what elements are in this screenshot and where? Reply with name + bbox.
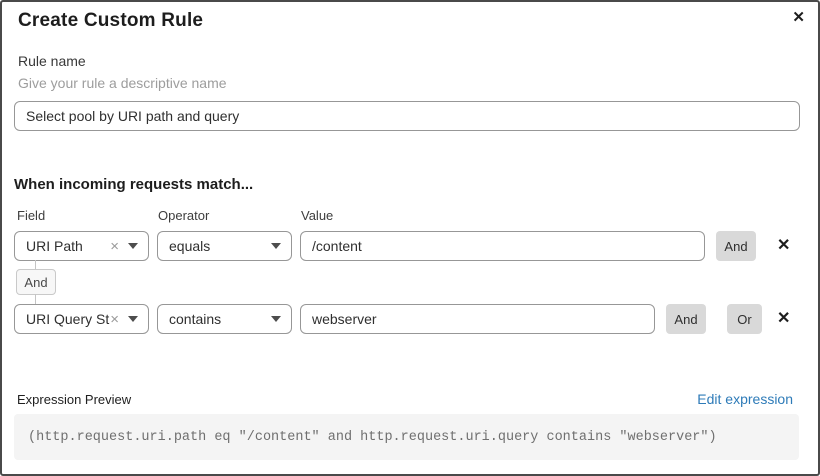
row2-value-input[interactable] — [300, 304, 655, 334]
rule-name-helper: Give your rule a descriptive name — [18, 75, 227, 91]
chevron-down-icon — [271, 316, 281, 322]
row2-remove-icon[interactable]: ✕ — [777, 310, 791, 327]
chevron-down-icon — [128, 243, 138, 249]
close-icon[interactable]: ✕ — [792, 9, 805, 26]
row1-and-button[interactable]: And — [716, 231, 756, 261]
row2-field-clear-icon[interactable]: × — [110, 310, 119, 328]
chevron-down-icon — [128, 316, 138, 322]
connector-line-bottom — [35, 294, 36, 305]
row1-field-value: URI Path — [26, 238, 83, 254]
row2-field-select[interactable]: URI Query St... × — [14, 304, 149, 334]
edit-expression-link[interactable]: Edit expression — [697, 391, 793, 407]
row2-or-button[interactable]: Or — [727, 304, 762, 334]
row1-operator-value: equals — [169, 238, 211, 254]
column-label-value: Value — [301, 208, 334, 223]
row1-operator-select[interactable]: equals — [157, 231, 292, 261]
chevron-down-icon — [271, 243, 281, 249]
rule-name-label: Rule name — [18, 53, 86, 69]
row2-field-value: URI Query St... — [26, 311, 110, 327]
row1-field-select[interactable]: URI Path × — [14, 231, 149, 261]
dialog-title: Create Custom Rule — [18, 10, 204, 31]
column-label-operator: Operator — [158, 208, 210, 223]
row2-operator-select[interactable]: contains — [157, 304, 292, 334]
expression-preview-label: Expression Preview — [17, 392, 132, 407]
row2-operator-value: contains — [169, 311, 222, 327]
row1-field-clear-icon[interactable]: × — [110, 237, 119, 255]
connector-and-badge: And — [16, 269, 56, 295]
expression-code: (http.request.uri.path eq "/content" and… — [28, 429, 717, 445]
match-heading: When incoming requests match... — [14, 176, 254, 193]
connector-line-top — [35, 260, 36, 270]
row1-value-input[interactable] — [300, 231, 705, 261]
row1-remove-icon[interactable]: ✕ — [777, 237, 791, 254]
column-label-field: Field — [17, 208, 46, 223]
row2-and-button[interactable]: And — [666, 304, 706, 334]
rule-name-input[interactable] — [14, 101, 800, 131]
expression-code-block: (http.request.uri.path eq "/content" and… — [14, 414, 799, 460]
